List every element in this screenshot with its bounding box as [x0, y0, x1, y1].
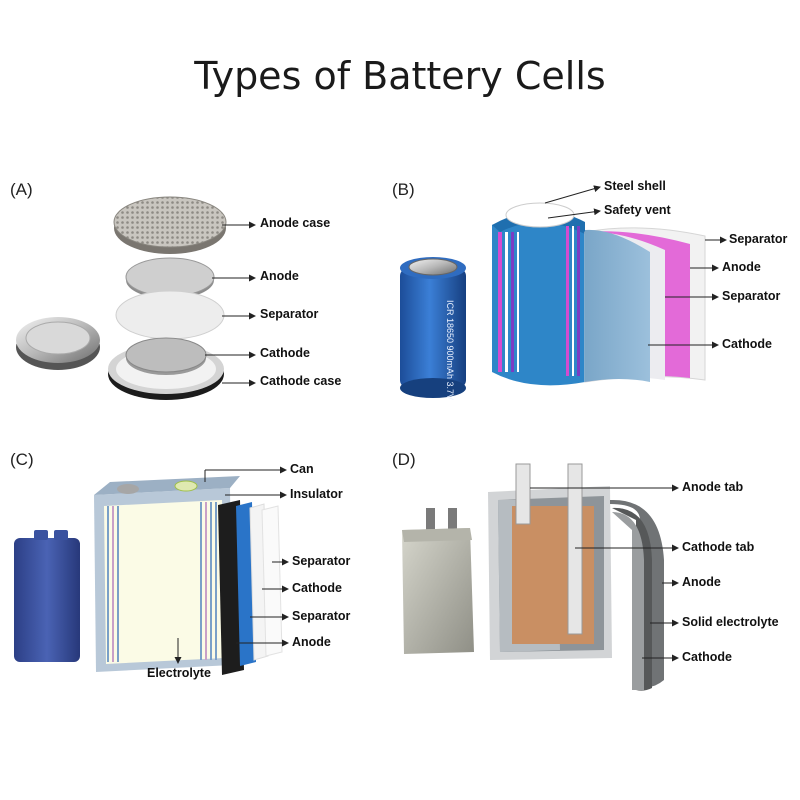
label-anode-d: Anode: [682, 575, 721, 589]
label-safety-vent: Safety vent: [604, 203, 671, 217]
steel-shell: [492, 216, 585, 386]
cathode-disc: [125, 337, 207, 373]
panel-b-art: ICR 18650 900mAh 3.7V: [400, 185, 727, 400]
label-cathode-tab: Cathode tab: [682, 540, 755, 554]
terminal-positive: [174, 480, 198, 492]
electrolyte: [104, 500, 224, 664]
label-steel-shell: Steel shell: [604, 179, 666, 193]
anode-tab: [515, 463, 531, 525]
label-cathode-case: Cathode case: [260, 374, 342, 388]
cylindrical-cell: [400, 268, 466, 388]
winding-stripes: [498, 226, 580, 376]
label-can: Can: [290, 462, 314, 476]
cathode-tab: [567, 463, 583, 635]
panel-a-art: [16, 196, 256, 400]
label-separator-inner: Separator: [722, 289, 781, 303]
separator-disc: [115, 290, 225, 340]
anode-case: [113, 196, 227, 248]
label-anode: Anode: [260, 269, 299, 283]
label-anode-case: Anode case: [260, 216, 331, 230]
panel-c-letter: (C): [10, 450, 34, 469]
electrode-stripes: [107, 502, 217, 662]
panel-d-art: [402, 463, 679, 691]
outer-separator-sheet: [261, 505, 283, 657]
label-separator-outer: Separator: [729, 232, 788, 246]
label-cathode-d: Cathode: [682, 650, 732, 664]
label-cathode-b: Cathode: [722, 337, 772, 351]
label-anode-c: Anode: [292, 635, 331, 649]
label-insulator: Insulator: [290, 487, 343, 501]
label-separator-c-outer: Separator: [292, 554, 351, 568]
label-cathode: Cathode: [260, 346, 310, 360]
label-cathode-c: Cathode: [292, 581, 342, 595]
safety-vent: [505, 202, 575, 228]
label-anode-b: Anode: [722, 260, 761, 274]
cell-marking: ICR 18650 900mAh 3.7V: [445, 300, 455, 400]
panel-a-letter: (A): [10, 180, 33, 199]
panel-d-letter: (D): [392, 450, 416, 469]
pouch-cell: [402, 528, 474, 654]
prismatic-battery: [14, 538, 80, 662]
label-electrolyte: Electrolyte: [147, 666, 211, 680]
label-anode-tab: Anode tab: [682, 480, 744, 494]
label-solid-electrolyte: Solid electrolyte: [682, 615, 779, 629]
cathode-layer: [585, 229, 650, 382]
terminal-negative: [117, 484, 139, 494]
cathode-curl: [612, 512, 644, 690]
pouch-tab-right: [448, 508, 457, 534]
panel-c-art: [14, 466, 289, 675]
label-separator-c-inner: Separator: [292, 609, 351, 623]
anode-disc: [125, 257, 215, 297]
pouch-tab-left: [426, 508, 435, 534]
panel-b-letter: (B): [392, 180, 415, 199]
label-separator: Separator: [260, 307, 319, 321]
diagram-title: Types of Battery Cells: [194, 54, 606, 98]
